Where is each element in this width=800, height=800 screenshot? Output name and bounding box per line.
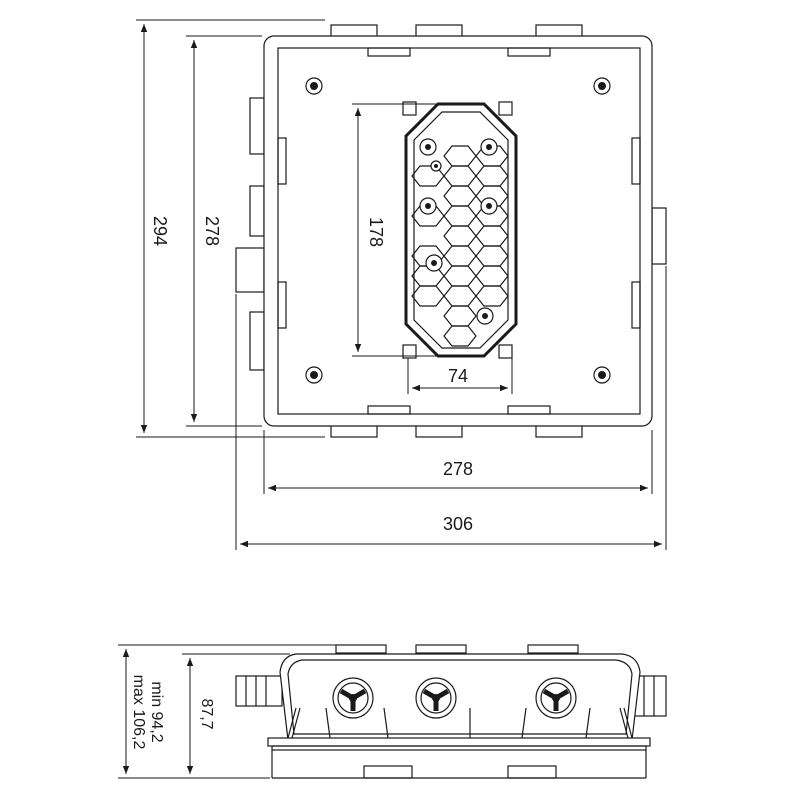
dim-overall-height-label: 294: [150, 216, 170, 246]
dimension-depth: 87,7: [182, 653, 290, 779]
rib-hatching: [287, 707, 633, 739]
plate-screw: [419, 138, 437, 156]
plate-screw: [419, 197, 437, 215]
dim-inner-width-label: 278: [443, 459, 473, 479]
corner-screw-hole: [593, 77, 611, 95]
bottom-tab-left: [330, 424, 378, 438]
dimension-plate-width: 74: [407, 358, 513, 394]
dim-inner-height-label: 278: [202, 216, 222, 246]
cable-gland: [332, 677, 374, 719]
plate-screw: [480, 197, 498, 215]
mounting-plate: [404, 102, 518, 358]
right-knockout: [651, 207, 667, 265]
cable-gland: [535, 677, 577, 719]
plate-screw: [430, 160, 442, 172]
top-view: 294 278 178 74 278: [136, 19, 667, 550]
flange-rail: [267, 737, 651, 747]
box-inner: [277, 47, 641, 415]
left-conduit-stub: [235, 247, 265, 293]
dimension-inner-width: 278: [263, 430, 653, 494]
dimension-overall-width: 306: [235, 266, 667, 550]
side-box-body: [279, 653, 641, 741]
left-knockout-2: [249, 185, 265, 237]
bottom-tab-center: [415, 424, 463, 438]
dim-min-depth-label: min 94,2: [148, 681, 165, 742]
bottom-tab-right: [535, 424, 583, 438]
plate-screw: [425, 254, 443, 272]
top-tab-center: [415, 24, 463, 38]
left-knockout-1: [249, 97, 265, 155]
dimension-depth-range: max 106,2 min 94,2: [118, 644, 380, 779]
dim-max-depth-label: max 106,2: [130, 675, 147, 750]
left-knockout-3: [249, 311, 265, 371]
corner-screw-hole: [305, 77, 323, 95]
plate-screw: [476, 307, 494, 325]
dimension-plate-height: 178: [352, 103, 436, 357]
dimension-inner-height: 278: [186, 35, 262, 427]
dim-plate-width-label: 74: [448, 366, 468, 386]
corner-screw-hole: [593, 366, 611, 384]
cable-gland: [415, 677, 457, 719]
top-tab-left: [330, 24, 378, 38]
dim-depth-label: 87,7: [198, 698, 215, 729]
top-tab-right: [535, 24, 583, 38]
dim-plate-height-label: 178: [366, 217, 386, 247]
plate-screw: [480, 138, 498, 156]
dim-overall-width-label: 306: [443, 514, 473, 534]
dimension-overall-height: 294: [136, 19, 325, 438]
corner-screw-hole: [305, 366, 323, 384]
left-conduit-stub: [235, 675, 283, 707]
side-view: max 106,2 min 94,2 87,7: [118, 644, 667, 779]
